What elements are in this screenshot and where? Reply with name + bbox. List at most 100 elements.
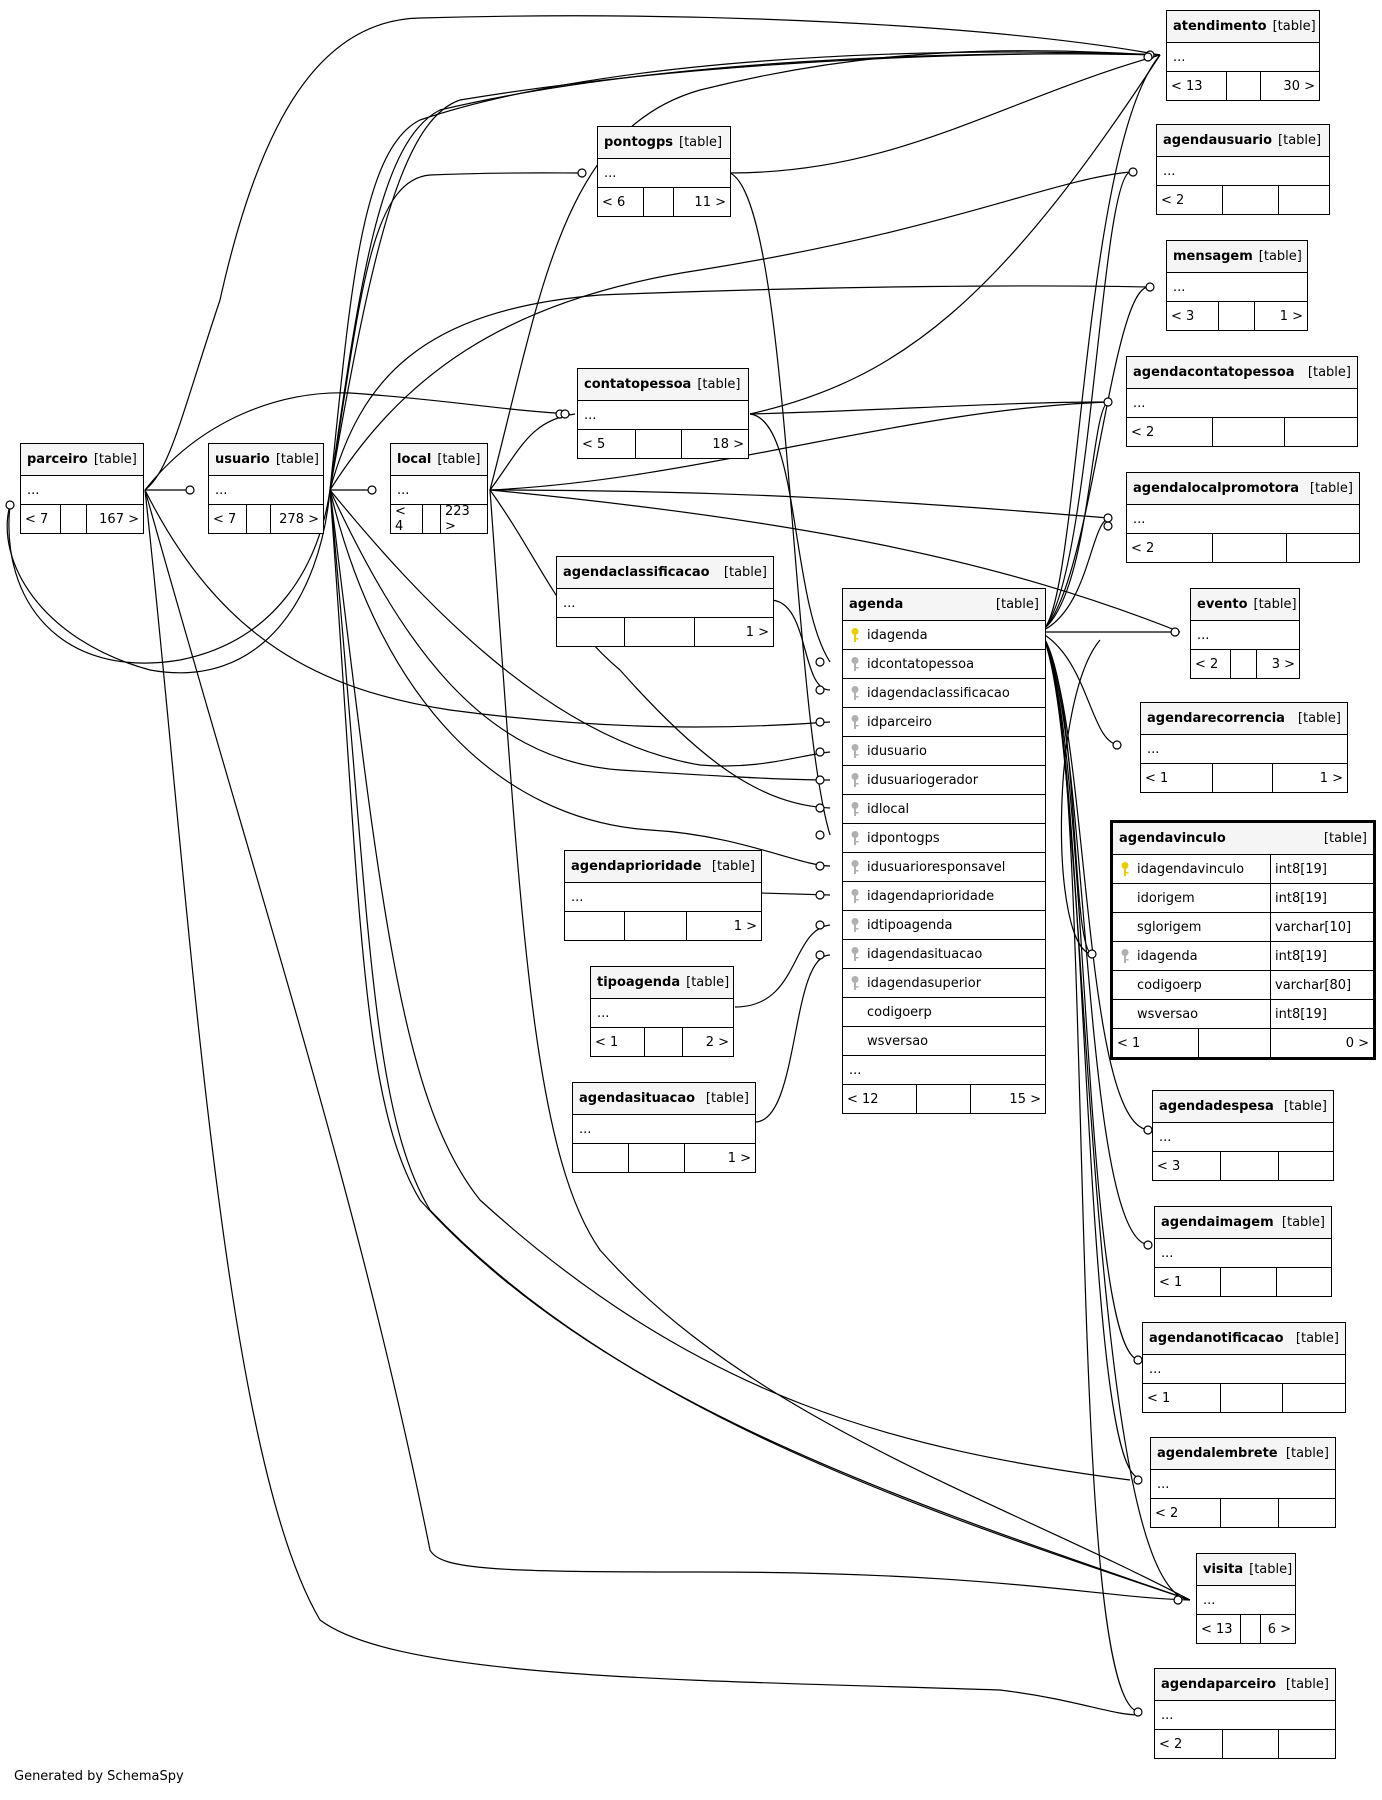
column-idusuarioresponsavel[interactable]: idusuarioresponsavel — [843, 853, 1045, 882]
column-idlocal[interactable]: idlocal — [843, 795, 1045, 824]
parents-count[interactable]: < 5 — [578, 430, 636, 458]
column-codigoerp[interactable]: codigoerp — [843, 998, 1045, 1027]
table-name: agendavinculo — [1119, 831, 1226, 846]
parents-count[interactable]: < 2 — [1127, 418, 1213, 446]
column-name: idtipoagenda — [867, 917, 953, 933]
children-count[interactable]: 1 > — [1319, 770, 1343, 786]
parents-count[interactable]: < 12 — [843, 1085, 917, 1113]
parents-count[interactable]: < 1 — [591, 1028, 645, 1056]
children-count[interactable]: 3 > — [1271, 656, 1295, 672]
table-tag: [table] — [711, 859, 755, 874]
children-count[interactable]: 0 > — [1345, 1035, 1369, 1051]
table-agendausuario[interactable]: agendausuario[table] ... < 2 — [1156, 124, 1330, 215]
table-agendaclassificacao[interactable]: agendaclassificacao[table] ... 1 > — [556, 556, 774, 647]
children-count[interactable]: 1 > — [1279, 308, 1303, 324]
table-agendasituacao[interactable]: agendasituacao[table] ... 1 > — [572, 1082, 756, 1173]
column-idagenda[interactable]: idagenda — [843, 621, 1045, 650]
parents-count[interactable]: < 1 — [1113, 1029, 1199, 1057]
parents-count[interactable]: < 2 — [1151, 1499, 1221, 1527]
children-count[interactable]: 1 > — [745, 624, 769, 640]
column-idagendasituacao[interactable]: idagendasituacao — [843, 940, 1045, 969]
children-count[interactable]: 6 > — [1267, 1621, 1291, 1637]
children-count[interactable]: 1 > — [727, 1150, 751, 1166]
table-name: agendadespesa — [1159, 1099, 1274, 1114]
table-agendalembrete[interactable]: agendalembrete[table] ... < 2 — [1150, 1437, 1336, 1528]
column-idagendaclassificacao[interactable]: idagendaclassificacao — [843, 679, 1045, 708]
column-idusuariogerador[interactable]: idusuariogerador — [843, 766, 1045, 795]
column-idparceiro[interactable]: idparceiro — [843, 708, 1045, 737]
parents-count[interactable]: < 6 — [598, 188, 644, 216]
table-agendaimagem[interactable]: agendaimagem[table] ... < 1 — [1154, 1206, 1332, 1297]
parents-count[interactable]: < 1 — [1155, 1268, 1221, 1296]
more-row: ... — [21, 476, 143, 505]
children-count[interactable]: 15 > — [1009, 1091, 1041, 1107]
table-footer: 1 > — [565, 912, 761, 940]
parents-count[interactable]: < 1 — [1143, 1384, 1221, 1412]
children-count[interactable]: 167 > — [99, 511, 139, 527]
children-count[interactable]: 278 > — [279, 511, 319, 527]
children-count[interactable]: 1 > — [733, 918, 757, 934]
column-idpontogps[interactable]: idpontogps — [843, 824, 1045, 853]
parents-count[interactable]: < 2 — [1127, 534, 1213, 562]
foreign-key-icon — [851, 657, 859, 671]
column-idusuario[interactable]: idusuario — [843, 737, 1045, 766]
parents-count[interactable]: < 7 — [209, 505, 247, 533]
table-tag: [table] — [1323, 831, 1367, 846]
table-agendaprioridade[interactable]: agendaprioridade[table] ... 1 > — [564, 850, 762, 941]
parents-count[interactable]: < 3 — [1153, 1152, 1221, 1180]
table-agendalocalpromotora[interactable]: agendalocalpromotora[table] ... < 2 — [1126, 472, 1360, 563]
column-type: int8[19] — [1270, 855, 1367, 883]
parents-count[interactable]: < 3 — [1167, 302, 1219, 330]
parents-count[interactable]: < 2 — [1155, 1730, 1223, 1758]
column-name: wsversao — [867, 1033, 929, 1049]
more-row: ... — [1197, 1586, 1295, 1615]
parents-count[interactable]: < 13 — [1197, 1615, 1241, 1643]
children-count[interactable]: 11 > — [694, 194, 726, 210]
foreign-key-icon — [851, 773, 859, 787]
parents-count[interactable]: < 1 — [1141, 764, 1213, 792]
children-count[interactable]: 2 > — [705, 1034, 729, 1050]
parents-count[interactable]: < 2 — [1157, 186, 1223, 214]
parents-count[interactable]: < 7 — [21, 505, 61, 533]
children-count[interactable]: 18 > — [712, 436, 744, 452]
column-idagendaprioridade[interactable]: idagendaprioridade — [843, 882, 1045, 911]
edge-agenda-agendacontatopessoa — [1039, 401, 1109, 633]
table-agendadespesa[interactable]: agendadespesa[table] ... < 3 — [1152, 1090, 1334, 1181]
column-idagendasuperior[interactable]: idagendasuperior — [843, 969, 1045, 998]
column-idcontatopessoa[interactable]: idcontatopessoa — [843, 650, 1045, 679]
parents-count[interactable]: < 2 — [1191, 650, 1231, 678]
children-count[interactable]: 30 > — [1283, 78, 1315, 94]
table-tag: [table] — [697, 377, 741, 392]
table-footer: < 2 3 > — [1191, 650, 1299, 678]
parents-count[interactable]: < 4 — [391, 504, 423, 534]
more-row: ... — [209, 476, 323, 505]
parents-count[interactable]: < 13 — [1167, 72, 1227, 100]
column-idtipoagenda[interactable]: idtipoagenda — [843, 911, 1045, 940]
table-agendanotificacao[interactable]: agendanotificacao[table] ... < 1 — [1142, 1322, 1346, 1413]
table-agendacontatopessoa[interactable]: agendacontatopessoa[table] ... < 2 — [1126, 356, 1358, 447]
children-count[interactable]: 223 > — [445, 504, 470, 534]
edge-usuario-agenda-1 — [329, 489, 831, 767]
table-footer: < 13 6 > — [1197, 1615, 1295, 1643]
column-wsversao[interactable]: wsversao — [843, 1027, 1045, 1056]
table-agendaparceiro[interactable]: agendaparceiro[table] ... < 2 — [1154, 1668, 1336, 1759]
